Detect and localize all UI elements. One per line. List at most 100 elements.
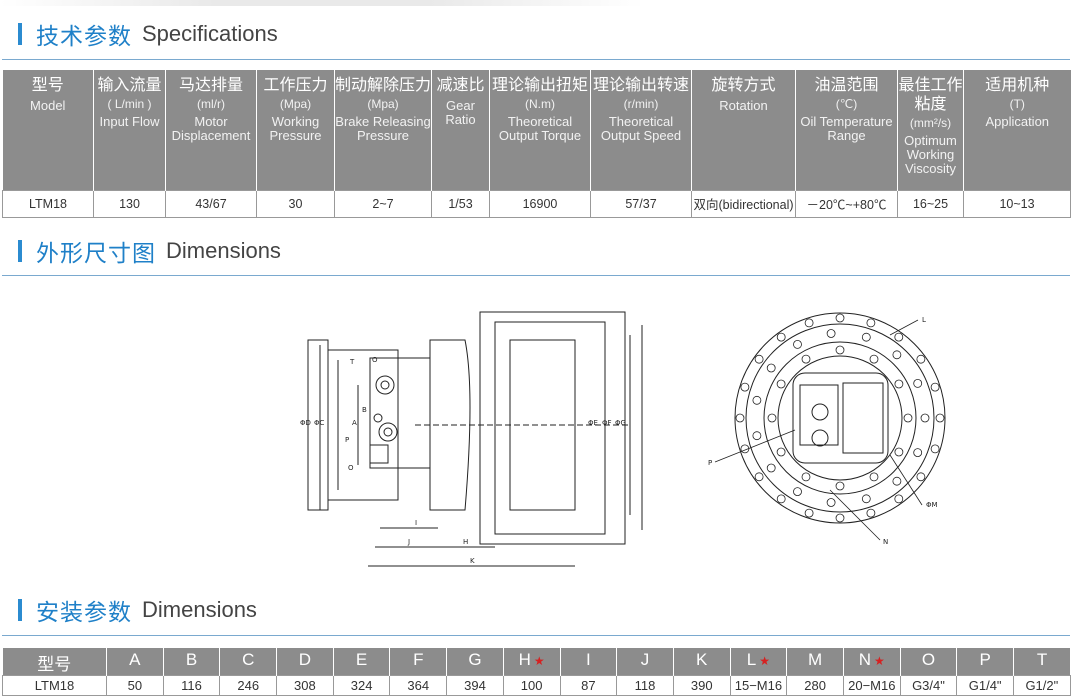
- mount-header-cell: B: [163, 648, 221, 676]
- label-phi-c: ΦC: [314, 419, 325, 427]
- section-title-mounting: 安装参数 Dimensions: [18, 595, 257, 625]
- bolt-hole: [804, 318, 814, 328]
- label-phi-f: ΦF: [602, 419, 612, 427]
- spec-header-unit: (T): [1009, 97, 1025, 111]
- section-accent-bar: [18, 23, 22, 45]
- bolt-hole: [776, 332, 786, 342]
- spec-header-unit: (Mpa): [279, 97, 312, 111]
- bolt-hole: [835, 313, 845, 323]
- bolt-hole: [740, 444, 750, 454]
- mount-value-cell: G1/2": [1013, 675, 1071, 696]
- spec-header-cn: 最佳工作粘度: [898, 77, 963, 113]
- port-p-circle: [378, 422, 398, 442]
- spec-header-en: Input Flow: [99, 114, 160, 129]
- bolt-hole: [903, 413, 913, 423]
- spec-header-cn: 油温范围: [814, 77, 879, 94]
- bolt-hole: [894, 379, 904, 389]
- section-accent-bar: [18, 599, 22, 621]
- bolt-hole: [869, 354, 879, 364]
- mount-header-cell: 型号: [2, 648, 107, 676]
- required-star-icon: ★: [759, 654, 771, 668]
- mount-header-cell: K: [673, 648, 731, 676]
- side-hub: [479, 311, 626, 545]
- side-drum: [509, 339, 576, 511]
- spec-header-cn: 适用机种: [985, 77, 1050, 94]
- mount-value-cell: 246: [219, 675, 278, 696]
- bolt-hole: [930, 382, 940, 392]
- mount-header-cell: J: [616, 648, 674, 676]
- spec-header-cell: 油温范围(℃)Oil Temperature Range: [795, 70, 898, 190]
- front-port-lower: [811, 429, 829, 447]
- front-motor-cover: [799, 384, 839, 446]
- mount-header-label: A: [129, 650, 141, 669]
- bolt-hole: [894, 494, 904, 504]
- spec-header-cn: 工作压力: [263, 77, 328, 94]
- port-p-inner: [383, 427, 393, 437]
- label-phi-m: ΦM: [926, 501, 938, 509]
- mount-header-cell: A: [106, 648, 164, 676]
- front-inner-ring: [777, 355, 903, 481]
- spec-header-en: Brake Releasing Pressure: [335, 114, 431, 143]
- spec-header-cell: 马达排量(ml/r)Motor Displacement: [165, 70, 257, 190]
- spec-header-cell: 适用机种(T)Application: [963, 70, 1071, 190]
- bolt-hole: [892, 476, 902, 486]
- mount-header-cell: D: [276, 648, 334, 676]
- side-hub-inner: [494, 321, 606, 535]
- front-view: [734, 312, 946, 524]
- mount-value-cell: G3/4": [899, 675, 958, 696]
- section-title-cn: 安装参数: [36, 599, 132, 625]
- mount-header-label: C: [242, 650, 255, 669]
- mount-header-label: O: [921, 650, 936, 669]
- spec-header-cn: 马达排量: [178, 77, 243, 94]
- mount-header-label: M: [808, 650, 823, 669]
- mount-header-cell: O: [900, 648, 958, 676]
- label-i: I: [415, 519, 417, 527]
- bolt-hole: [767, 413, 777, 423]
- front-brake-housing: [842, 382, 884, 454]
- bolt-hole: [866, 318, 876, 328]
- bolt-hole: [894, 447, 904, 457]
- section-title-dimensions-drawing: 外形尺寸图 Dimensions: [18, 236, 281, 266]
- mount-value-cell: 87: [559, 675, 618, 696]
- mount-header-cell: F: [389, 648, 448, 676]
- bolt-hole: [793, 487, 802, 497]
- label-b: B: [362, 406, 367, 414]
- mount-value-cell: 364: [389, 675, 448, 696]
- mount-header-cell: H★: [503, 648, 561, 676]
- spec-value-cell: 16~25: [897, 189, 964, 218]
- bolt-hole: [752, 395, 762, 405]
- spec-value-cell: 1/53: [431, 189, 490, 218]
- spec-header-en: Working Pressure: [269, 114, 322, 143]
- mount-header-cell: E: [333, 648, 391, 676]
- label-k: K: [470, 557, 475, 565]
- spec-header-cn: 理论输出扭矩: [491, 77, 588, 94]
- side-valve-block: [369, 357, 431, 469]
- mount-header-label: P: [979, 650, 991, 669]
- bolt-hole: [835, 345, 845, 355]
- mount-header-cell: T: [1013, 648, 1071, 676]
- bolt-hole: [766, 363, 776, 373]
- spec-header-cell: 最佳工作粘度(mm²/s)Optimum Working Viscosity: [897, 70, 964, 190]
- spec-value-cell: 2~7: [334, 189, 432, 218]
- spec-header-unit: (N.m): [525, 97, 555, 111]
- section-title-specifications: 技术参数 Specifications: [18, 19, 278, 49]
- front-valve-plate: [792, 372, 889, 464]
- label-phi-g: ΦG: [615, 419, 626, 427]
- spec-value-cell: 43/67: [165, 189, 257, 218]
- label-a: A: [352, 419, 357, 427]
- spec-header-en: Optimum Working Viscosity: [904, 133, 957, 176]
- mount-header-label: H: [518, 650, 531, 669]
- spec-header-en: Theoretical Output Speed: [600, 114, 682, 143]
- label-p: P: [345, 436, 349, 444]
- section-title-cn: 技术参数: [36, 23, 132, 49]
- top-shadow-decoration: [0, 0, 1073, 6]
- mount-header-label: E: [355, 650, 368, 669]
- mount-header-cell: L★: [730, 648, 788, 676]
- spec-header-unit: (ml/r): [197, 97, 225, 111]
- spec-header-unit: (Mpa): [367, 97, 399, 111]
- section-rule: [2, 59, 1070, 60]
- mount-value-cell: 20−M16: [842, 675, 901, 696]
- front-bolt-holes: [735, 313, 945, 523]
